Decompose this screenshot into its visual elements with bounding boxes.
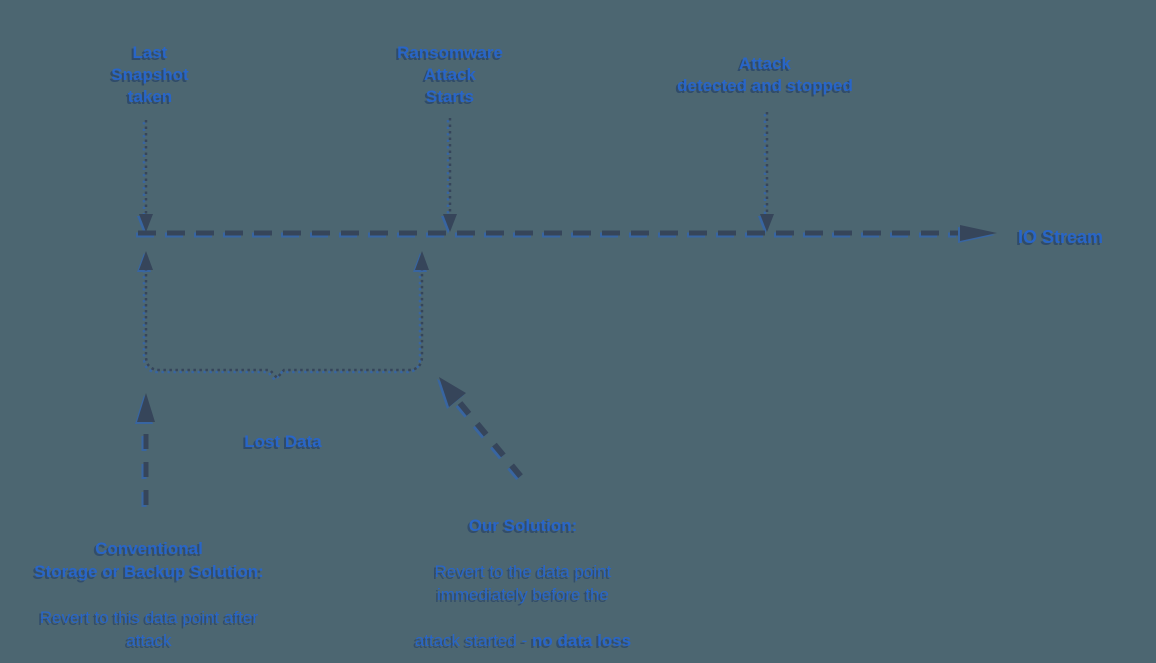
last-snapshot-connector-arrow xyxy=(139,120,153,232)
attack-starts-connector-arrow xyxy=(443,118,457,232)
io-stream-label: IO Stream xyxy=(1018,227,1104,247)
conventional-solution-body: Revert to this data point after attack xyxy=(39,608,259,650)
io-stream-arrowhead xyxy=(960,225,997,241)
io-stream-timeline-arrow xyxy=(138,225,997,241)
conventional-solution-up-arrow xyxy=(137,393,155,507)
our-solution-text: Our Solution: Revert to the data point i… xyxy=(383,491,663,652)
conventional-solution-text: Conventional Storage or Backup Solution:… xyxy=(8,514,290,652)
attack-detected-connector-arrow xyxy=(760,112,774,232)
our-solution-lastline-regular: attack started - xyxy=(414,631,532,650)
our-solution-lastline-bold: no data loss xyxy=(531,631,632,650)
attack-detected-label: Attack detected and stopped xyxy=(677,54,853,95)
our-solution-body: Revert to the data point immediately bef… xyxy=(434,562,612,604)
attack-starts-label: Ransomware Attack Starts xyxy=(397,43,503,106)
conventional-solution-title: Conventional Storage or Backup Solution: xyxy=(34,539,264,581)
lost-data-bracket xyxy=(139,251,429,378)
last-snapshot-label: Last Snapshot taken xyxy=(111,43,189,106)
our-solution-title: Our Solution: xyxy=(468,516,578,535)
lost-data-label: Lost Data xyxy=(244,432,322,451)
our-solution-diagonal-arrow xyxy=(439,377,527,484)
